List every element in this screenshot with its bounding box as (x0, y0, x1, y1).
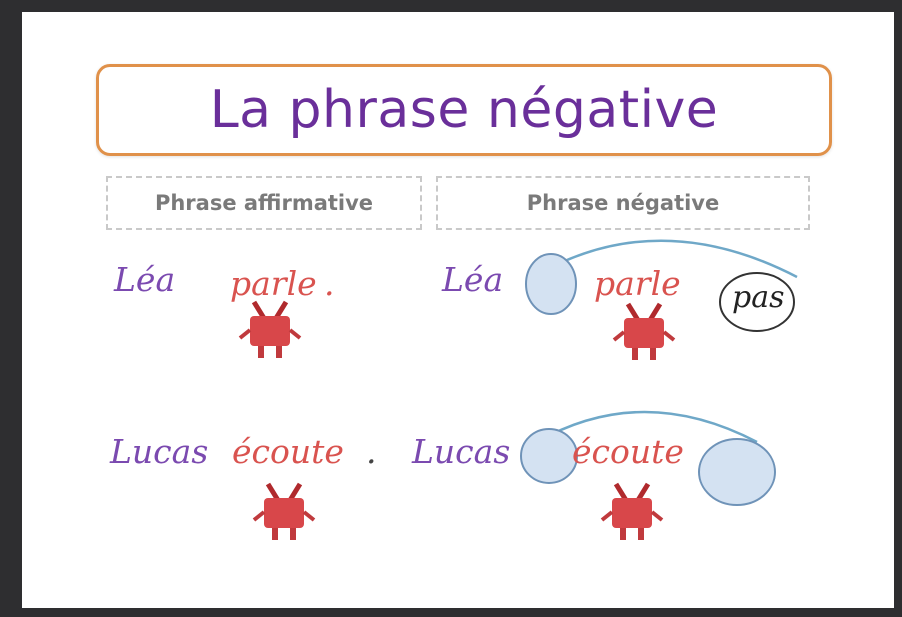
row2-aff-end: . (366, 432, 377, 471)
arc-row2 (536, 410, 758, 444)
bubble-pas-row1 (719, 272, 795, 332)
page-title: La phrase négative (209, 80, 719, 140)
row2-aff-subject: Lucas (110, 432, 209, 471)
row1-aff-subject: Léa (114, 260, 176, 299)
arc-row1 (541, 239, 798, 279)
row2-aff-verb: écoute (232, 432, 344, 471)
column-header-affirmative: Phrase affirmative (106, 176, 422, 230)
row1-aff-end: . (324, 264, 335, 303)
row1-aff-verb: parle (230, 264, 317, 303)
row2-neg-verb: écoute (572, 432, 684, 471)
title-box: La phrase négative (96, 64, 832, 156)
bubble-empty-row2-left (520, 428, 578, 484)
negation-diagram (238, 239, 798, 540)
monster-row2-negative (600, 482, 664, 540)
lesson-slide: La phrase négative Phrase affirmative Ph… (22, 12, 894, 608)
bubble-empty-row1 (525, 253, 577, 315)
bubble-empty-row2-right (698, 438, 776, 506)
row1-neg-verb: parle (594, 264, 681, 303)
row2-neg-subject: Lucas (412, 432, 511, 471)
row1-neg-word: pas (732, 280, 785, 315)
row1-neg-subject: Léa (442, 260, 504, 299)
monster-row1-negative (612, 302, 676, 360)
column-header-negative: Phrase négative (436, 176, 810, 230)
monster-row2-affirmative (252, 482, 316, 540)
monster-row1-affirmative (238, 300, 302, 358)
